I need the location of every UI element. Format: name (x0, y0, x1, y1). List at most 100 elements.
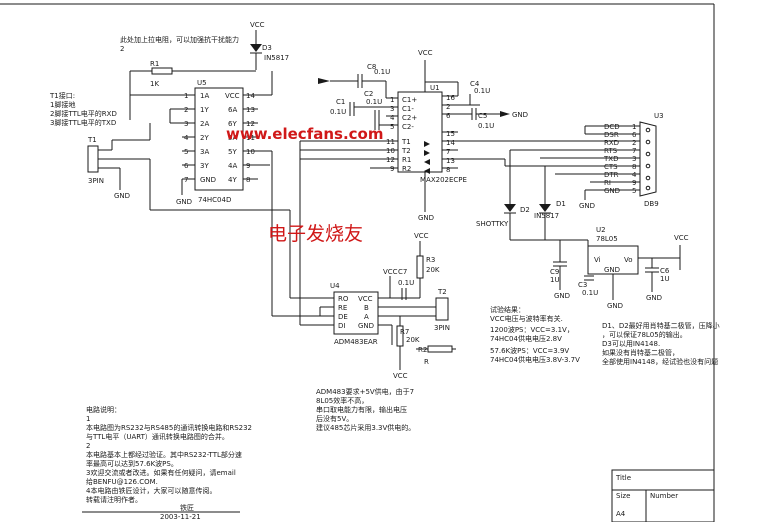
svg-text:VCC电压与波特率有关.: VCC电压与波特率有关. (490, 314, 563, 323)
d1-diode: D1 IN5817 (509, 166, 588, 241)
svg-text:6Y: 6Y (228, 120, 237, 128)
svg-text:Size: Size (616, 492, 630, 500)
svg-text:6: 6 (446, 112, 451, 120)
c2-capacitor: C2 0.1U (364, 90, 386, 130)
svg-text:74HC04供电电压2.8V: 74HC04供电电压2.8V (490, 334, 562, 343)
svg-text:4: 4 (184, 134, 189, 142)
svg-text:2Y: 2Y (200, 134, 209, 142)
svg-text:7: 7 (632, 147, 636, 155)
svg-text:1: 1 (390, 96, 394, 104)
svg-text:3: 3 (184, 120, 188, 128)
svg-text:0.1U: 0.1U (398, 279, 414, 287)
svg-text:C1-: C1- (402, 105, 414, 113)
svg-text:GND: GND (200, 176, 216, 184)
svg-text:20K: 20K (426, 266, 440, 274)
u3-db9-connector: U3 DCD DSR RXD RTS TXD CTS DTR RI GND 1 … (458, 112, 664, 210)
c3-capacitor: C3 0.1U (578, 275, 598, 297)
svg-text:R: R (424, 358, 429, 366)
svg-text:T1接口:: T1接口: (49, 91, 75, 100)
svg-text:6: 6 (632, 131, 637, 139)
svg-text:C2-: C2- (402, 123, 414, 131)
circuit-description-note: 电路说明： 1 本电路图为RS232与RS485的通讯转换电路和RS232 与T… (82, 405, 252, 521)
svg-text:4本电路由铁匠设计，大家可以随意传阅。: 4本电路由铁匠设计，大家可以随意传阅。 (86, 486, 216, 495)
svg-text:Vi: Vi (594, 256, 601, 264)
svg-text:GND: GND (604, 266, 620, 274)
svg-text:C2: C2 (364, 90, 373, 98)
svg-text:U3: U3 (654, 112, 664, 120)
svg-text:T2: T2 (437, 288, 447, 296)
svg-text:C5: C5 (478, 112, 487, 120)
svg-text:DE: DE (338, 313, 348, 321)
svg-text:8L05效率不高，: 8L05效率不高， (316, 396, 368, 405)
svg-text:RI: RI (604, 179, 611, 187)
svg-text:GND: GND (604, 187, 620, 195)
svg-text:VCC: VCC (418, 49, 433, 57)
svg-text:3欢迎交流或者改进。如果有任何疑问，请email: 3欢迎交流或者改进。如果有任何疑问，请email (86, 468, 236, 477)
svg-text:1U: 1U (550, 276, 560, 284)
t2-connector: T2 3PIN (425, 288, 450, 332)
svg-text:B: B (364, 304, 369, 312)
svg-text:C3: C3 (578, 281, 587, 289)
svg-text:R1: R1 (402, 156, 411, 164)
svg-text:GND: GND (358, 322, 374, 330)
svg-text:U2: U2 (596, 226, 606, 234)
svg-text:MAX202ECPE: MAX202ECPE (420, 176, 467, 184)
svg-text:RXD: RXD (604, 139, 619, 147)
svg-text:后没有5V。: 后没有5V。 (316, 414, 353, 423)
svg-text:3PIN: 3PIN (434, 324, 450, 332)
r20k-resistor: VCC R3 20K (414, 232, 440, 298)
svg-text:A4: A4 (616, 510, 626, 518)
svg-text:11: 11 (246, 134, 255, 142)
svg-text:16: 16 (446, 94, 455, 102)
c8-capacitor: C8 0.1U (318, 63, 390, 98)
svg-text:TXD: TXD (603, 155, 618, 163)
svg-text:6A: 6A (228, 106, 237, 114)
svg-text:5: 5 (390, 123, 394, 131)
u4-adm483-ic: U4 RO RE DE DI VCC B A GND ADM483EAR (271, 141, 432, 346)
svg-text:C7: C7 (398, 268, 407, 276)
svg-text:5: 5 (184, 148, 188, 156)
svg-text:DI: DI (338, 322, 345, 330)
watermark-cn: 电子发烧友 (268, 223, 363, 245)
svg-text:10: 10 (246, 148, 255, 156)
svg-text:RTS: RTS (604, 147, 618, 155)
svg-text:C9: C9 (550, 268, 559, 276)
svg-text:C8: C8 (367, 63, 376, 71)
svg-text:DSR: DSR (604, 131, 619, 139)
svg-text:2003-11-21: 2003-11-21 (160, 513, 201, 521)
svg-text:9: 9 (246, 162, 250, 170)
svg-text:T1: T1 (87, 136, 97, 144)
c1-capacitor: C1 0.1U (330, 98, 386, 116)
svg-text:VCC: VCC (358, 295, 373, 303)
svg-text:RO: RO (338, 295, 349, 303)
t1-connector: T1接口: 1脚接地 2脚接TTL电平的RXD 3脚接TTL电平的TXD T1 … (49, 91, 290, 211)
d3-diode: VCC D3 IN5817 (250, 21, 289, 70)
svg-text:2: 2 (184, 106, 188, 114)
svg-text:15: 15 (446, 130, 455, 138)
svg-text:8: 8 (446, 166, 450, 174)
svg-text:铁匠: 铁匠 (180, 503, 194, 512)
svg-text:D3: D3 (262, 44, 272, 52)
svg-text:U5: U5 (197, 79, 207, 87)
svg-text:A: A (364, 313, 369, 321)
svg-text:0.1U: 0.1U (374, 68, 390, 76)
page-frame (0, 3, 715, 522)
svg-text:串口取电能力有限，输出电压: 串口取电能力有限，输出电压 (316, 405, 407, 414)
svg-text:2脚接TTL电平的RXD: 2脚接TTL电平的RXD (50, 109, 117, 118)
svg-text:0.1U: 0.1U (366, 98, 382, 106)
watermark-url: www.elecfans.com (226, 125, 383, 143)
svg-text:D1、D2最好用肖特基二极管，压降小: D1、D2最好用肖特基二极管，压降小 (602, 321, 720, 330)
svg-text:率最高可以达到57.6K波PS。: 率最高可以达到57.6K波PS。 (86, 459, 178, 468)
svg-text:GND: GND (554, 292, 570, 300)
svg-text:7: 7 (184, 176, 188, 184)
svg-text:VCC: VCC (674, 234, 689, 242)
svg-text:9: 9 (632, 179, 636, 187)
top-note-line2: 2 (120, 45, 124, 53)
svg-text:74HC04D: 74HC04D (198, 196, 231, 204)
svg-text:RE: RE (338, 304, 347, 312)
svg-text:电路说明：: 电路说明： (86, 405, 121, 414)
svg-text:转载请注明作者。: 转载请注明作者。 (86, 495, 142, 504)
svg-text:0.1U: 0.1U (474, 87, 490, 95)
svg-text:IN5817: IN5817 (534, 212, 559, 220)
